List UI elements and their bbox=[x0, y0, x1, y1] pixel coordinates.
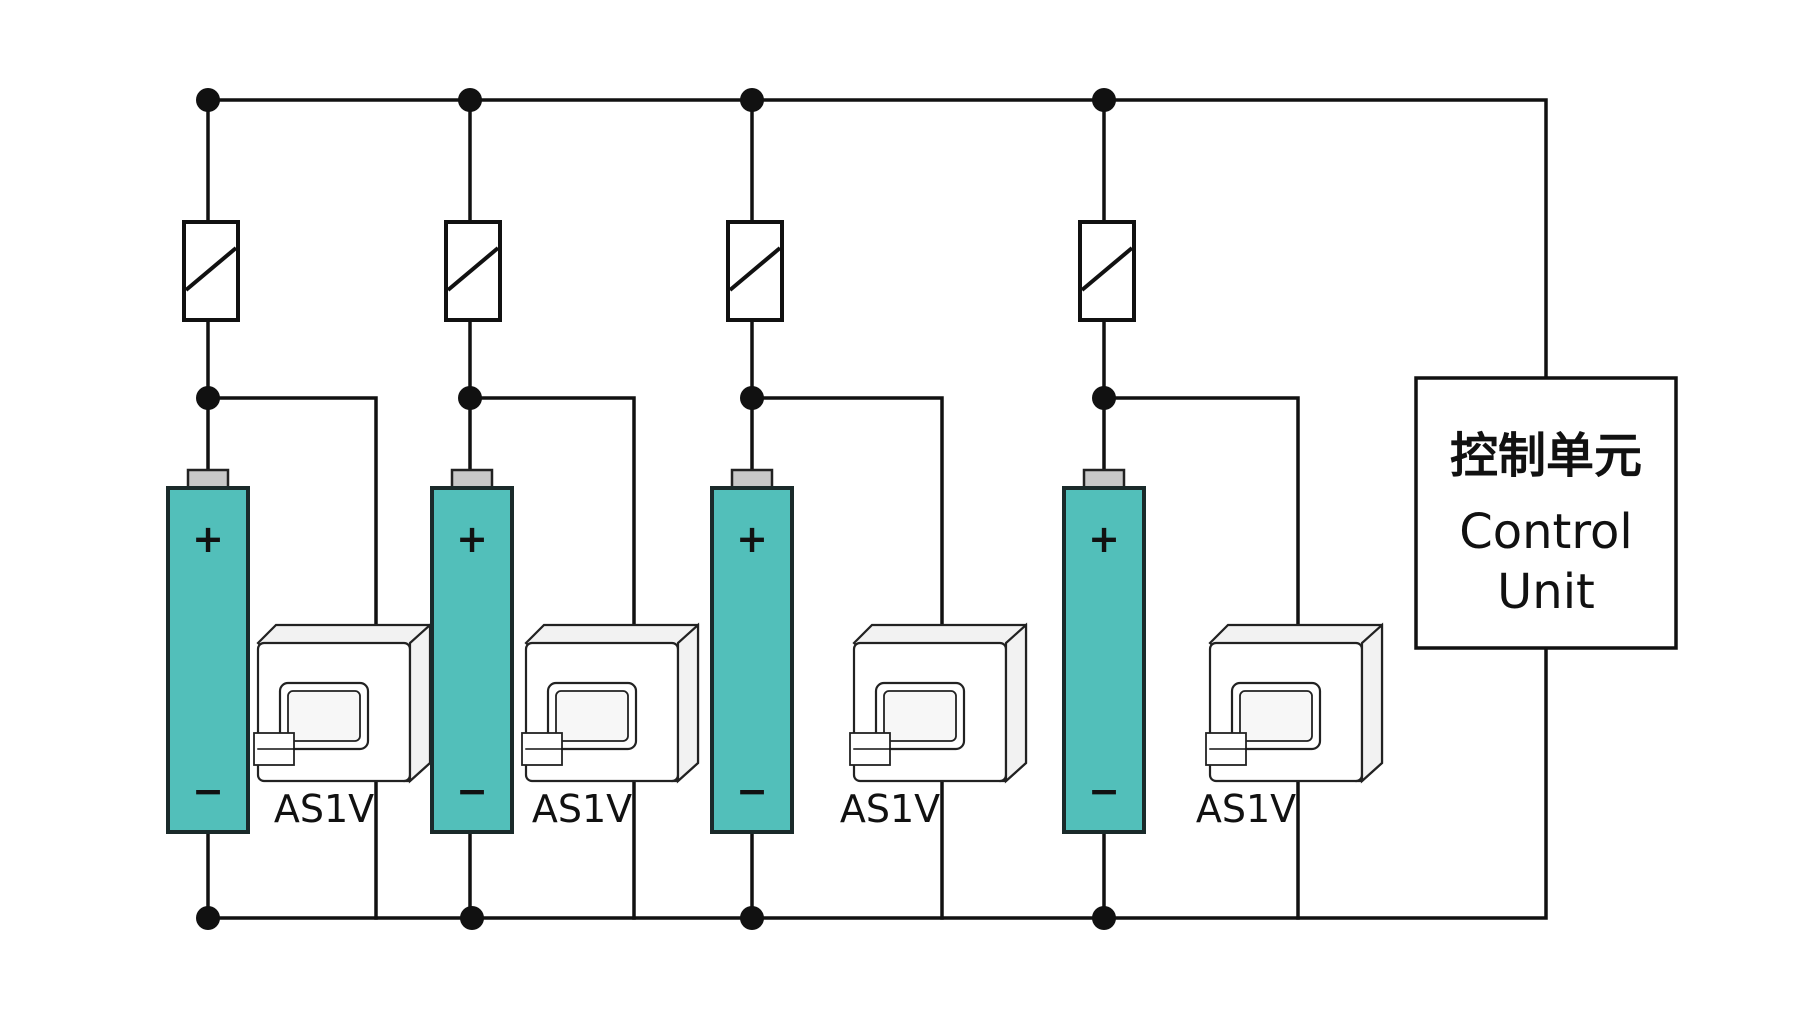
branch-1: + − AS1V bbox=[166, 88, 432, 930]
control-unit-box bbox=[1414, 376, 1678, 650]
control-unit-title-en-line2: Unit bbox=[1497, 564, 1595, 620]
current-sensor bbox=[253, 622, 432, 784]
junction-node-top bbox=[458, 88, 482, 112]
battery-negative-sign: − bbox=[456, 769, 488, 813]
junction-node-middle bbox=[1092, 386, 1116, 410]
resistor bbox=[726, 220, 784, 322]
junction-node-top bbox=[1092, 88, 1116, 112]
junction-node-middle bbox=[458, 386, 482, 410]
battery-cell: + − bbox=[166, 468, 250, 834]
battery-negative-sign: − bbox=[736, 769, 768, 813]
top-bus-wire bbox=[206, 98, 1548, 378]
junction-node-middle bbox=[740, 386, 764, 410]
bottom-bus-wire bbox=[206, 646, 1548, 920]
battery-negative-sign: − bbox=[1088, 769, 1120, 813]
branch-3: + − AS1V bbox=[710, 88, 1028, 930]
junction-node-top bbox=[196, 88, 220, 112]
current-sensor bbox=[521, 622, 700, 784]
battery-positive-sign: + bbox=[456, 517, 488, 561]
junction-node-bottom bbox=[1092, 906, 1116, 930]
junction-node-middle bbox=[196, 386, 220, 410]
control-unit-title-en-line1: Control bbox=[1459, 504, 1633, 560]
branch-4: + − AS1V bbox=[1062, 88, 1384, 930]
junction-node-bottom bbox=[196, 906, 220, 930]
current-sensor bbox=[1205, 622, 1384, 784]
sensor-label: AS1V bbox=[532, 787, 632, 831]
junction-node-top bbox=[740, 88, 764, 112]
resistor bbox=[444, 220, 502, 322]
battery-body bbox=[430, 486, 514, 834]
control-unit: 控制单元 Control Unit bbox=[1414, 376, 1678, 650]
junction-node-bottom bbox=[740, 906, 764, 930]
sensor-label: AS1V bbox=[840, 787, 940, 831]
battery-cell: + − bbox=[1062, 468, 1146, 834]
battery-negative-sign: − bbox=[192, 769, 224, 813]
sensor-label: AS1V bbox=[274, 787, 374, 831]
branch-2: + − AS1V bbox=[430, 88, 700, 930]
battery-positive-sign: + bbox=[736, 517, 768, 561]
battery-positive-sign: + bbox=[1088, 517, 1120, 561]
battery-body bbox=[166, 486, 250, 834]
battery-body bbox=[710, 486, 794, 834]
resistor bbox=[182, 220, 240, 322]
junction-node-bottom bbox=[460, 906, 484, 930]
battery-positive-sign: + bbox=[192, 517, 224, 561]
battery-body bbox=[1062, 486, 1146, 834]
resistor bbox=[1078, 220, 1136, 322]
control-unit-title-cn: 控制单元 bbox=[1450, 428, 1642, 484]
sensor-label: AS1V bbox=[1196, 787, 1296, 831]
battery-cell: + − bbox=[430, 468, 514, 834]
battery-cell: + − bbox=[710, 468, 794, 834]
current-sensor bbox=[849, 622, 1028, 784]
